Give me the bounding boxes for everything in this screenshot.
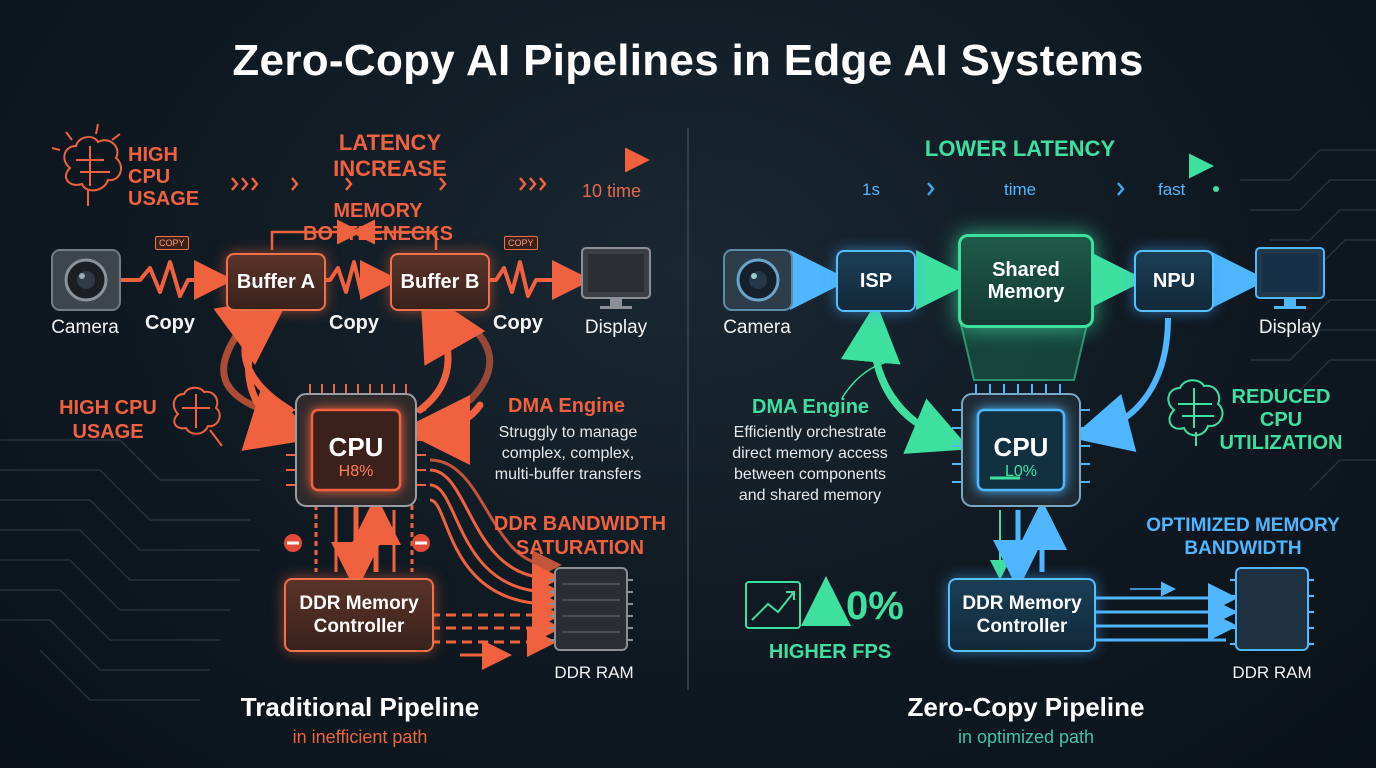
reduced-cpu-utilization-label: REDUCED CPU UTILIZATION (1219, 386, 1343, 454)
ddr-bandwidth-saturation-label: DDR BANDWIDTH SATURATION (493, 513, 667, 559)
zero-copy-pipeline-subtitle: in optimized path (957, 727, 1095, 747)
ddr-ram-chip-right (1230, 567, 1314, 651)
copy-tag-1: COPY (155, 236, 189, 250)
cpu-chip-left (286, 384, 426, 507)
display-label-left: Display (584, 317, 648, 338)
high-cpu-usage-label-top: HIGH CPU USAGE (128, 144, 200, 210)
ddr-bandwidth-flow-left (429, 458, 562, 670)
optimized-memory-bandwidth-label: OPTIMIZED MEMORY BANDWIDTH (1146, 515, 1340, 559)
dma-engine-desc-right: Efficiently orchestrate direct memory ac… (732, 424, 888, 504)
brain-icon-right (1167, 379, 1224, 446)
traditional-pipeline-title: Traditional Pipeline (240, 692, 480, 722)
ddr-controller-box-right: DDR Memory Controller (948, 578, 1096, 652)
copy-label-3: Copy (493, 312, 543, 334)
ddr-ram-label-right: DDR RAM (1232, 663, 1312, 682)
growth-chart-icon (745, 576, 851, 629)
fps-value: 0% (846, 584, 904, 628)
display-icon-right (1255, 247, 1325, 309)
cpu-label-left: CPU (328, 432, 384, 462)
copy-zigzag-arrows (120, 260, 592, 300)
left-circuit-traces (0, 439, 260, 701)
camera-icon-right (723, 249, 793, 311)
minus-badges (284, 534, 430, 552)
time-tick-2: time (1004, 180, 1037, 199)
lower-latency-label: LOWER LATENCY (924, 136, 1116, 161)
ddr-bandwidth-flow-right (1094, 581, 1238, 642)
camera-icon-left (51, 249, 121, 311)
dma-engine-desc-left: Struggly to manage complex, complex, mul… (494, 424, 642, 483)
npu-box: NPU (1134, 250, 1214, 312)
copy-label-1: Copy (145, 312, 195, 334)
display-label-right: Display (1258, 317, 1322, 338)
latency-increase-label: LATENCY INCREASE (333, 130, 447, 181)
shared-memory-funnel (958, 319, 1090, 381)
ddr-controller-box-left: DDR Memory Controller (284, 578, 434, 652)
cpu-value-right: L0% (1004, 463, 1038, 480)
cpu-curved-arrows-left (213, 287, 494, 465)
cpu-curved-arrows-right (840, 302, 1171, 454)
high-cpu-usage-label-mid: HIGH CPU USAGE (59, 397, 157, 443)
camera-label-right: Camera (723, 317, 791, 338)
latency-chevrons-left (231, 177, 547, 191)
buffer-b-box: Buffer B (390, 253, 490, 311)
ddr-ram-chip-left (549, 567, 633, 651)
time-tick-1: 1s (862, 180, 880, 199)
time-label-left: 10 time (582, 181, 642, 201)
isp-box: ISP (836, 250, 916, 312)
brain-icon-top-left (51, 123, 123, 206)
latency-chevrons-right (927, 182, 1125, 196)
page-title: Zero-Copy AI Pipelines in Edge AI System… (232, 36, 1144, 85)
shared-memory-box: Shared Memory (958, 234, 1094, 328)
dma-engine-title-left: DMA Engine (508, 395, 626, 417)
cpu-chip-right (952, 384, 1090, 507)
higher-fps-label: HIGHER FPS (768, 641, 892, 663)
buffer-a-box: Buffer A (226, 253, 326, 311)
dma-engine-title-right: DMA Engine (752, 396, 870, 418)
time-tick-3: fast (1158, 180, 1186, 199)
ddr-ram-label-left: DDR RAM (554, 663, 634, 682)
cpu-value-left: H8% (338, 463, 374, 480)
camera-label-left: Camera (51, 317, 119, 338)
memory-bottleneck-arrows (270, 219, 438, 250)
copy-label-2: Copy (329, 312, 379, 334)
cpu-ddr-lines-left (314, 495, 414, 592)
right-circuit-traces (1240, 149, 1376, 491)
copy-tag-2: COPY (504, 236, 538, 250)
memory-bottlenecks-label: MEMORY BOTTLENECKS (303, 200, 453, 245)
cpu-ddr-lines-right (990, 500, 1067, 590)
zero-copy-pipeline-title: Zero-Copy Pipeline (907, 692, 1145, 722)
cpu-label-right: CPU (993, 432, 1049, 462)
brain-icon-mid-left (172, 386, 223, 447)
traditional-pipeline-subtitle: in inefficient path (292, 727, 428, 747)
display-icon-left (581, 247, 651, 309)
